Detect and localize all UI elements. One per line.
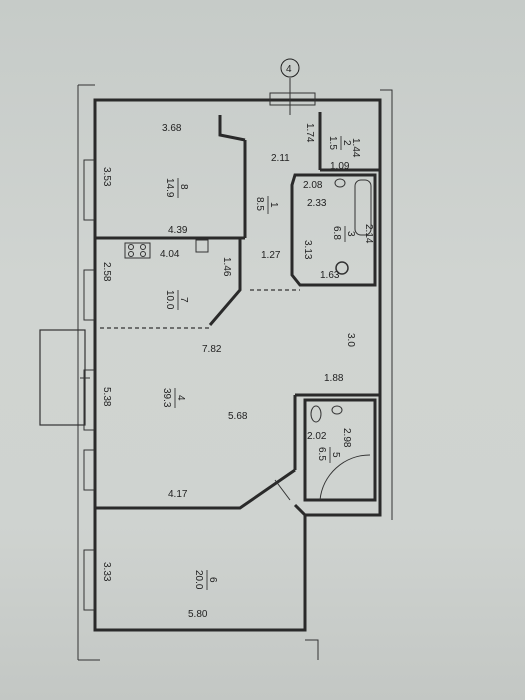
dimension-label: 3.68 bbox=[162, 123, 182, 134]
dimension-label: 2.02 bbox=[307, 431, 327, 442]
room-3-label: 3 6.8 bbox=[331, 226, 356, 242]
svg-text:10.0: 10.0 bbox=[164, 290, 175, 310]
dimension-label: 1.44 bbox=[350, 138, 361, 158]
bathtub bbox=[354, 179, 372, 236]
svg-text:2: 2 bbox=[341, 140, 352, 146]
dimension-label: 7.82 bbox=[202, 344, 222, 355]
dimension-label: 3.53 bbox=[101, 167, 112, 187]
room-1-label: 1 8.5 bbox=[254, 196, 279, 214]
svg-text:1: 1 bbox=[268, 202, 279, 208]
dimension-label: 5.80 bbox=[188, 609, 208, 620]
svg-text:3: 3 bbox=[345, 231, 356, 237]
dimension-label: 2.33 bbox=[307, 198, 327, 209]
dimension-label: 3.0 bbox=[345, 333, 356, 347]
dimension-label: 1.27 bbox=[261, 250, 281, 261]
svg-text:6.5: 6.5 bbox=[316, 447, 327, 461]
svg-text:8.5: 8.5 bbox=[254, 197, 265, 211]
svg-text:20.0: 20.0 bbox=[193, 570, 204, 590]
dimension-label: 1.88 bbox=[324, 373, 344, 384]
toilet-bath bbox=[334, 178, 346, 188]
svg-text:39.3: 39.3 bbox=[161, 388, 172, 408]
dimension-label: 2.98 bbox=[341, 428, 352, 448]
dimension-label: 3.33 bbox=[101, 562, 112, 582]
svg-text:6.8: 6.8 bbox=[331, 226, 342, 240]
washbasin bbox=[335, 261, 349, 275]
svg-text:8: 8 bbox=[178, 184, 189, 190]
svg-text:14.9: 14.9 bbox=[164, 178, 175, 198]
dimension-label: 1.09 bbox=[330, 161, 350, 172]
room-4-label: 4 39.3 bbox=[161, 388, 186, 408]
room-2-label: 2 1.5 bbox=[327, 136, 352, 150]
dimension-label: 4.39 bbox=[168, 225, 188, 236]
dimension-label: 5.68 bbox=[228, 411, 248, 422]
dimension-label: 1.63 bbox=[320, 270, 340, 281]
dimension-label: 4.04 bbox=[160, 249, 180, 260]
room-8-label: 8 14.9 bbox=[164, 178, 189, 198]
kitchen-stove bbox=[124, 242, 151, 259]
svg-text:1.5: 1.5 bbox=[327, 136, 338, 150]
hall-door-swing bbox=[274, 479, 291, 501]
svg-text:5: 5 bbox=[330, 452, 341, 458]
axis-marker-label: 4 bbox=[286, 64, 292, 75]
dimension-label: 2.11 bbox=[271, 153, 290, 164]
toilet bbox=[310, 405, 322, 423]
dimension-label: 5.38 bbox=[101, 387, 112, 407]
room-5-label: 5 6.5 bbox=[316, 447, 341, 463]
room-6-label: 6 20.0 bbox=[193, 570, 218, 590]
axis-marker bbox=[280, 58, 300, 78]
wc-sink bbox=[331, 405, 343, 415]
dimension-label: 3.13 bbox=[302, 240, 313, 260]
svg-text:4: 4 bbox=[175, 395, 186, 401]
left-windows bbox=[83, 159, 95, 611]
dimension-label: 2.08 bbox=[303, 180, 323, 191]
svg-text:7: 7 bbox=[178, 297, 189, 303]
top-window bbox=[269, 92, 316, 106]
dimension-label: 2.14 bbox=[363, 224, 374, 244]
room-7-label: 7 10.0 bbox=[164, 290, 189, 310]
svg-text:6: 6 bbox=[207, 577, 218, 583]
dimension-label: 4.17 bbox=[168, 489, 188, 500]
wc-door-swing bbox=[319, 454, 371, 501]
outer-wall-line bbox=[77, 84, 393, 661]
dimension-label: 2.58 bbox=[101, 262, 112, 282]
dimension-label: 1.74 bbox=[304, 123, 315, 143]
kitchen-sink bbox=[195, 239, 209, 253]
dimension-label: 1.46 bbox=[221, 257, 232, 277]
